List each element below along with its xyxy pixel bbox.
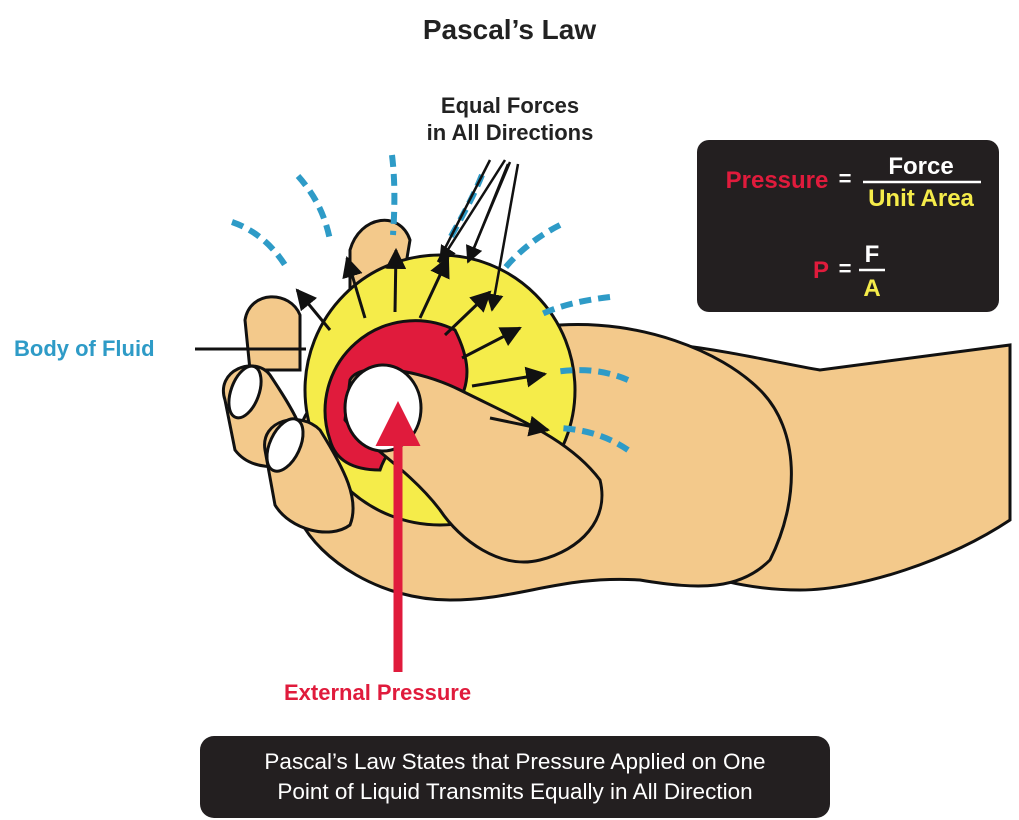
wave-line: [392, 155, 394, 235]
wave-line: [232, 222, 285, 265]
thumbnail: [345, 365, 421, 451]
external-pressure-label: External Pressure: [284, 680, 471, 706]
wave-line: [540, 297, 610, 315]
formula-a-symbol: A: [863, 275, 880, 302]
formula-force-word: Force: [888, 153, 953, 180]
formula-equals-symbol: =: [839, 256, 852, 281]
formula-unit-area-word: Unit Area: [868, 185, 974, 212]
summary-box: Pascal’s Law States that Pressure Applie…: [200, 736, 830, 818]
summary-line-1: Pascal’s Law States that Pressure Applie…: [200, 747, 830, 777]
wave-line: [298, 176, 330, 240]
force-arrow: [395, 250, 396, 312]
finger-left: [245, 297, 300, 370]
formula-graphic: Pressure = Force Unit Area P = F A: [697, 140, 999, 312]
wave-line: [505, 225, 560, 268]
formula-equals: =: [839, 166, 852, 191]
formula-pressure-word: Pressure: [726, 167, 829, 194]
equal-forces-label: Equal Forces in All Directions: [395, 92, 625, 146]
summary-line-2: Point of Liquid Transmits Equally in All…: [200, 777, 830, 807]
force-arrow: [297, 290, 330, 330]
formula-box: Pressure = Force Unit Area P = F A: [697, 140, 999, 312]
formula-f-symbol: F: [865, 241, 880, 268]
formula-p-symbol: P: [813, 257, 829, 284]
body-of-fluid-label: Body of Fluid: [14, 336, 155, 362]
